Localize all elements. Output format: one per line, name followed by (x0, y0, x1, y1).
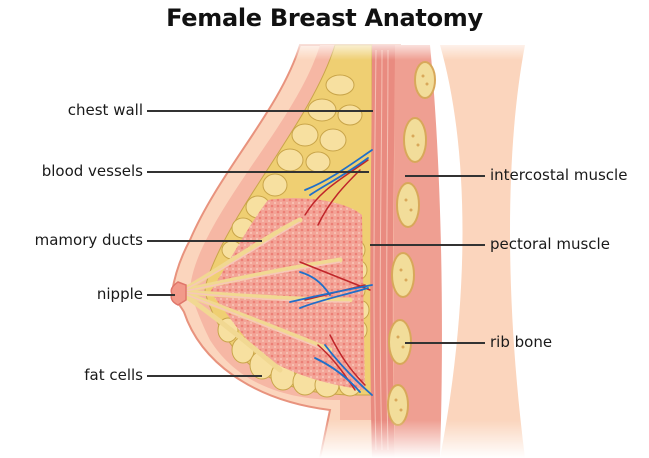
ribs (387, 61, 436, 426)
label-blood-vessels: blood vessels (41, 162, 143, 180)
label-chest-wall: chest wall (67, 101, 143, 119)
label-nipple: nipple (96, 285, 143, 303)
pectoral-muscle-shape (370, 45, 395, 458)
leader-line-mamory-ducts (147, 240, 262, 242)
leader-line-intercostal-muscle (405, 175, 485, 177)
leader-line-nipple (147, 294, 175, 296)
label-fat-cells: fat cells (84, 366, 143, 384)
leader-line-fat-cells (147, 375, 262, 377)
leader-line-pectoral-muscle (370, 244, 485, 246)
leader-line-blood-vessels (147, 171, 369, 173)
label-pectoral-muscle: pectoral muscle (490, 235, 610, 253)
glandular-tissue (210, 198, 365, 390)
leader-line-rib-bone (405, 342, 485, 344)
page-title: Female Breast Anatomy (166, 4, 483, 32)
label-rib-bone: rib bone (490, 333, 553, 351)
leader-line-chest-wall (147, 110, 373, 112)
label-mamory-ducts: mamory ducts (34, 231, 143, 249)
body-skin (440, 45, 525, 458)
label-intercostal-muscle: intercostal muscle (490, 166, 628, 184)
